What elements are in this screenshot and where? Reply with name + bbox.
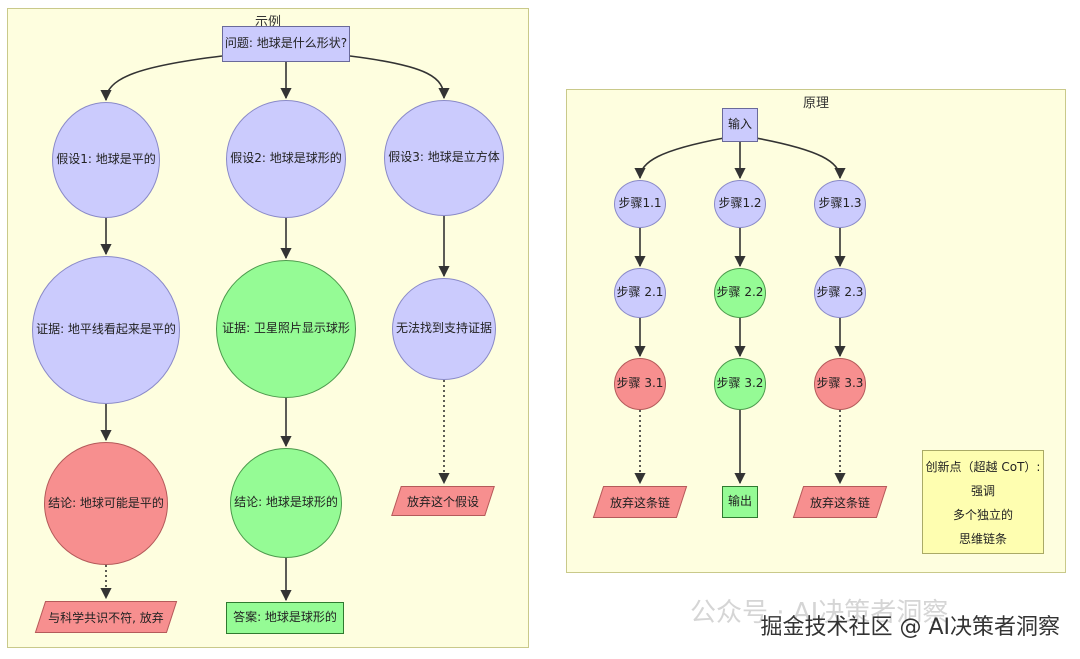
step-2-1-node: 步骤 2.1 [614,268,666,318]
answer-node: 答案: 地球是球形的 [226,602,344,634]
evidence-1-node: 证据: 地平线看起来是平的 [32,256,180,404]
outcome-3-label: 放弃这个假设 [406,494,479,509]
innovation-note: 创新点（超越 CoT）: 强调 多个独立的 思维链条 [922,450,1044,554]
principle-panel-title: 原理 [802,96,829,111]
note-line-2: 强调 [970,484,995,498]
step-3-1-node: 步骤 3.1 [614,358,666,410]
edge-q-h3 [349,55,450,100]
output-node: 输出 [722,486,758,518]
conclusion-2-node: 结论: 地球是球形的 [230,448,342,558]
conclusion-1-node: 结论: 地球可能是平的 [44,442,168,565]
faded-watermark: 公众号 · AI决策者洞察 [690,598,949,628]
outcome-1-label: 与科学共识不符, 放弃 [48,610,164,625]
abandon-chain-3-node: 放弃这条链 [798,486,882,518]
evidence-3-node: 无法找到支持证据 [392,278,496,380]
question-node: 问题: 地球是什么形状? [222,26,350,62]
step-1-1-node: 步骤1.1 [614,180,666,228]
step-1-3-node: 步骤1.3 [814,180,866,228]
outcome-3-node: 放弃这个假设 [396,486,490,516]
note-line-1: 创新点（超越 CoT）: [925,460,1041,474]
abandon-chain-1-node: 放弃这条链 [598,486,682,518]
step-3-2-node: 步骤 3.2 [714,358,766,410]
watermark-text: 掘金技术社区 @ AI决策者洞察 [760,615,1060,640]
edge-in-s11 [634,137,725,180]
step-2-3-node: 步骤 2.3 [814,268,866,318]
outcome-1-node: 与科学共识不符, 放弃 [40,601,172,633]
edge-q-h1 [100,55,223,102]
input-node: 输入 [722,108,758,142]
hypothesis-2-node: 假设2: 地球是球形的 [226,100,346,218]
step-1-2-node: 步骤1.2 [714,180,766,228]
abandon-chain-1-label: 放弃这条链 [609,495,670,510]
note-line-4: 思维链条 [958,532,1007,546]
note-line-3: 多个独立的 [952,508,1013,522]
hypothesis-1-node: 假设1: 地球是平的 [52,102,160,218]
evidence-2-node: 证据: 卫星照片显示球形 [216,260,356,398]
abandon-chain-3-label: 放弃这条链 [809,495,870,510]
edge-in-s13 [755,137,846,180]
step-3-3-node: 步骤 3.3 [814,358,866,410]
hypothesis-3-node: 假设3: 地球是立方体 [384,100,504,216]
step-2-2-node: 步骤 2.2 [714,268,766,318]
